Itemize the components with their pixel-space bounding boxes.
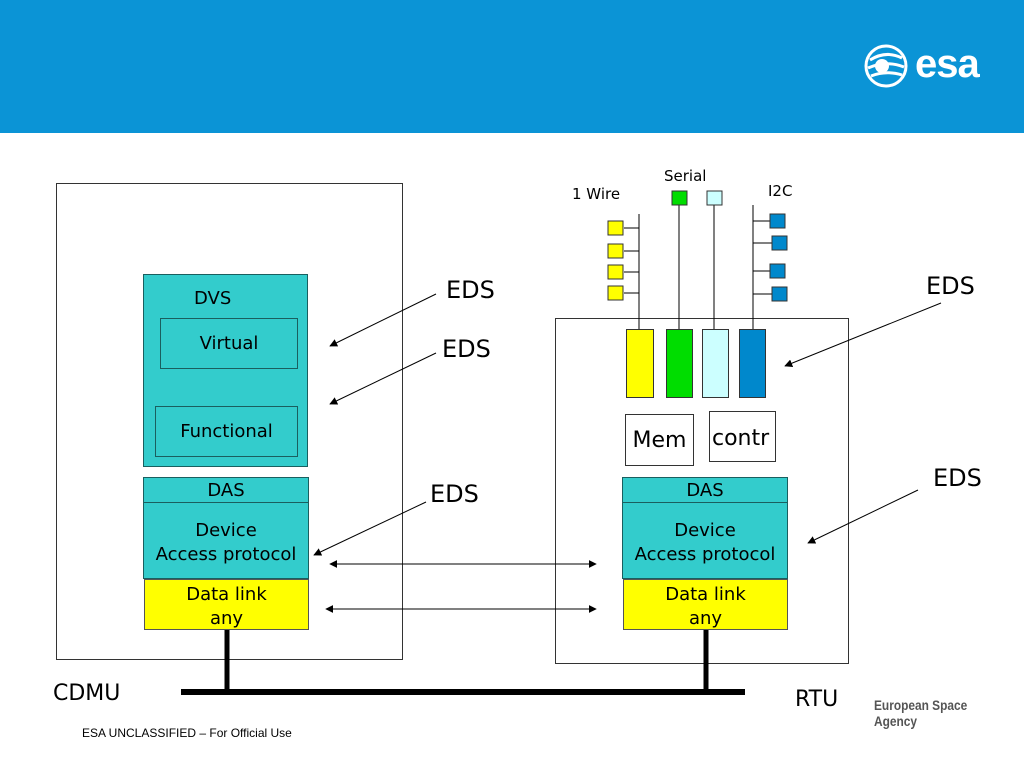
eds-label: EDS — [926, 272, 975, 300]
rtu-datalink-line2: any — [688, 608, 723, 629]
esa-logo-icon — [864, 44, 908, 88]
i2c-device — [769, 213, 786, 229]
serial-device-green — [671, 190, 688, 206]
contr-box: contr — [709, 411, 776, 462]
dvs-label: DVS — [194, 288, 232, 309]
esa-logo-text: esa — [915, 42, 980, 86]
rtu-das-label: DAS — [686, 480, 724, 501]
one-wire-device — [607, 243, 624, 259]
cdmu-label: CDMU — [53, 681, 121, 706]
mem-label: Mem — [632, 428, 687, 453]
serial-device-cyan — [706, 190, 723, 206]
bus-connector-green — [666, 329, 693, 398]
rtu-device-box: Device Access protocol — [622, 502, 788, 579]
classification-footer: ESA UNCLASSIFIED – For Official Use — [82, 726, 292, 740]
i2c-device — [771, 235, 788, 251]
rtu-label: RTU — [795, 687, 839, 712]
cdmu-das-box: DAS — [143, 477, 309, 503]
cdmu-device-box: Device Access protocol — [143, 502, 309, 579]
bus-connector-blue — [739, 329, 766, 398]
rtu-datalink-box: Data link any — [623, 579, 788, 630]
rtu-device-line2: Access protocol — [634, 544, 776, 565]
cdmu-device-line1: Device — [195, 520, 257, 541]
rtu-datalink-line1: Data link — [665, 584, 746, 605]
i2c-device — [769, 263, 786, 279]
cdmu-datalink-line2: any — [209, 608, 244, 629]
cdmu-das-label: DAS — [207, 480, 245, 501]
one-wire-device — [607, 264, 624, 280]
agency-wordmark: European Space Agency — [874, 697, 968, 729]
rtu-das-box: DAS — [622, 477, 788, 503]
eds-label: EDS — [933, 464, 982, 492]
header-bar — [0, 0, 1024, 133]
contr-label: contr — [712, 426, 770, 451]
i2c-label: I2C — [768, 182, 793, 200]
serial-label: Serial — [664, 167, 707, 185]
cdmu-datalink-box: Data link any — [144, 579, 309, 630]
cdmu-datalink-line1: Data link — [186, 584, 267, 605]
cdmu-device-line2: Access protocol — [155, 544, 297, 565]
rtu-device-line1: Device — [674, 520, 736, 541]
functional-box: Functional — [155, 406, 298, 457]
one-wire-device — [607, 220, 624, 236]
i2c-device — [771, 286, 788, 302]
eds-label: EDS — [430, 480, 479, 508]
virtual-label: Virtual — [199, 333, 259, 354]
bus-connector-light-cyan — [702, 329, 729, 398]
functional-label: Functional — [180, 421, 273, 442]
eds-label: EDS — [446, 276, 495, 304]
one-wire-device — [607, 285, 624, 301]
bus-connector-yellow — [626, 329, 654, 398]
virtual-box: Virtual — [160, 318, 298, 369]
eds-label: EDS — [442, 335, 491, 363]
one-wire-label: 1 Wire — [572, 185, 621, 203]
mem-box: Mem — [625, 414, 694, 466]
